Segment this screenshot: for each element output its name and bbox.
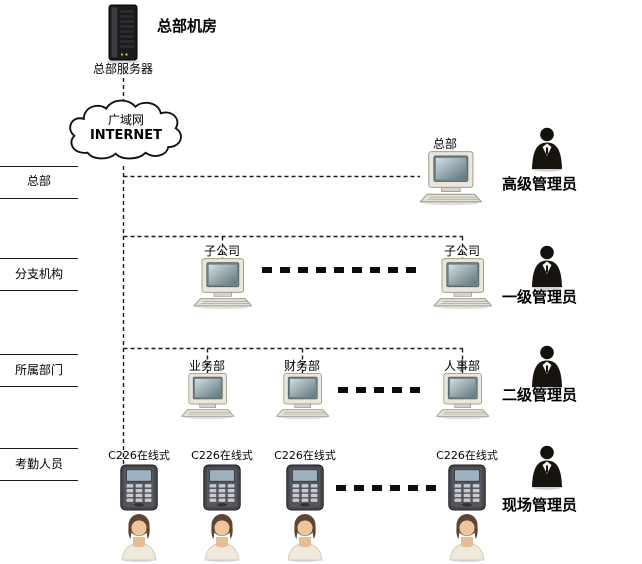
- administrator-icon: [527, 344, 567, 390]
- employee-avatar-icon: [116, 512, 162, 562]
- administrator-icon: [527, 126, 567, 172]
- tier-label-department: 所属部门: [15, 363, 64, 377]
- server-tower-icon: [103, 4, 143, 64]
- attendance-terminal-icon: [281, 464, 329, 512]
- branch2-label: 子公司: [444, 244, 481, 258]
- device1-label: C226在线式: [108, 449, 170, 462]
- tier-label-hq: 总部: [27, 174, 52, 188]
- employee-avatar-icon: [199, 512, 245, 562]
- desktop-computer-icon: [430, 257, 494, 310]
- more-nodes-bold-dashes: [262, 267, 436, 491]
- tier-label-attendance: 考勤人员: [15, 457, 64, 471]
- dept3-label: 人事部: [444, 359, 481, 373]
- desktop-computer-icon: [178, 372, 236, 420]
- admin-label-level1: 一级管理员: [502, 288, 578, 306]
- room-title: 总部机房: [157, 17, 218, 35]
- attendance-terminal-icon: [198, 464, 246, 512]
- employee-avatar-icon: [282, 512, 328, 562]
- device2-label: C226在线式: [191, 449, 253, 462]
- dashed-links: [122, 78, 464, 466]
- cloud-label-wan: 广域网: [107, 113, 144, 127]
- desktop-computer-icon: [416, 150, 484, 206]
- server-label: 总部服务器: [93, 62, 154, 76]
- device4-label: C226在线式: [436, 449, 498, 462]
- hq-computer-label: 总部: [433, 137, 458, 151]
- administrator-icon: [527, 444, 567, 490]
- employee-avatar-icon: [444, 512, 490, 562]
- desktop-computer-icon: [433, 372, 491, 420]
- attendance-terminal-icon: [443, 464, 491, 512]
- desktop-computer-icon: [190, 257, 254, 310]
- row-separator-lines: [0, 166, 78, 481]
- admin-label-senior: 高级管理员: [502, 175, 578, 193]
- cloud-label-internet: INTERNET: [89, 128, 163, 143]
- attendance-terminal-icon: [115, 464, 163, 512]
- administrator-icon: [527, 244, 567, 290]
- admin-label-level2: 二级管理员: [502, 386, 578, 404]
- device3-label: C226在线式: [274, 449, 336, 462]
- branch1-label: 子公司: [204, 244, 241, 258]
- dept1-label: 业务部: [189, 359, 226, 373]
- admin-label-onsite: 现场管理员: [502, 496, 578, 514]
- tier-label-branch: 分支机构: [15, 267, 64, 281]
- dept2-label: 财务部: [284, 359, 321, 373]
- desktop-computer-icon: [273, 372, 331, 420]
